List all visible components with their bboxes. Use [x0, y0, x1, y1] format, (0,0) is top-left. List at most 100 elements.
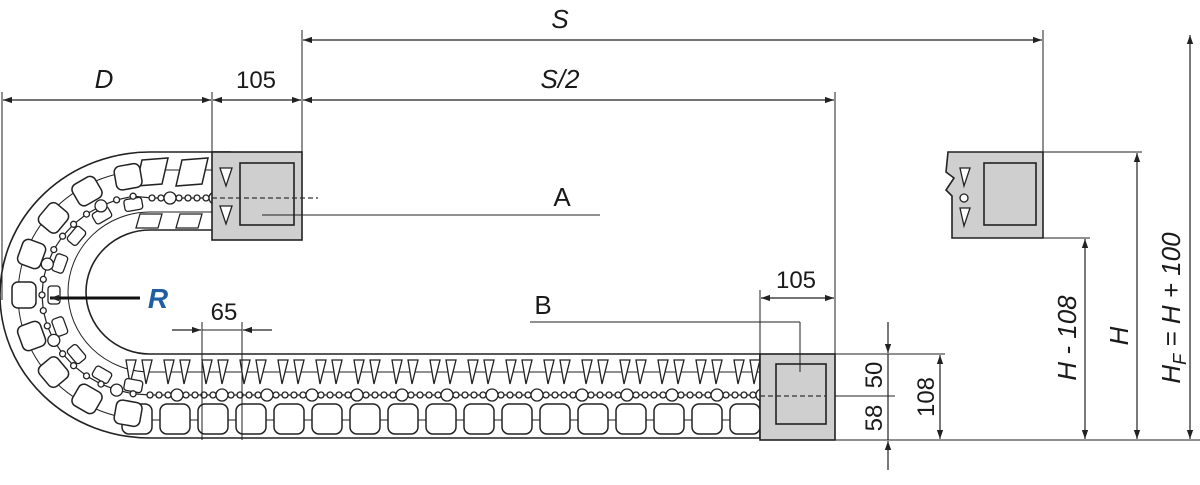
pin [163, 191, 177, 205]
label-hf-prefix: H [1156, 365, 1186, 384]
pin [575, 388, 589, 402]
pin [39, 275, 47, 284]
pin [731, 391, 739, 399]
pin [740, 391, 748, 399]
link-slot [66, 225, 87, 247]
label-a: A [553, 182, 571, 212]
link-slot [407, 359, 419, 385]
link-window [11, 281, 37, 309]
pin [569, 391, 577, 399]
pin-chain [38, 191, 769, 402]
pin [659, 391, 667, 399]
link-slot [673, 359, 685, 385]
pin [69, 220, 78, 228]
pin [43, 322, 51, 330]
pin [497, 391, 505, 399]
pin [82, 372, 91, 380]
pin [58, 232, 67, 240]
pin [515, 391, 523, 399]
link-window [175, 157, 209, 187]
pin [695, 391, 703, 399]
pin [50, 245, 58, 254]
pin [129, 390, 137, 398]
pin [175, 194, 183, 202]
label-hf: HF = H + 100 [1156, 232, 1190, 384]
label-s: S [551, 4, 569, 34]
pin [530, 388, 544, 402]
pin [452, 391, 460, 399]
pin [157, 194, 165, 202]
pin [260, 388, 274, 402]
link-slot [66, 343, 87, 365]
pin [227, 391, 235, 399]
pin [129, 192, 137, 200]
link-slot [695, 359, 707, 385]
pin [587, 391, 595, 399]
pin [461, 391, 469, 399]
pin [290, 391, 298, 399]
label-b: B [534, 290, 551, 320]
pin [38, 291, 46, 299]
label-65: 65 [211, 299, 238, 326]
link-window [729, 403, 761, 435]
pin [191, 391, 199, 399]
link-slot [429, 359, 441, 385]
link-slot [47, 285, 61, 305]
pin [202, 194, 210, 202]
pin [440, 388, 454, 402]
pin [686, 391, 694, 399]
link-window [37, 201, 70, 234]
link-slot [559, 359, 571, 385]
link-window [235, 403, 267, 435]
pin [650, 391, 658, 399]
pin [485, 388, 499, 402]
link-slot [179, 359, 191, 385]
pin [524, 391, 532, 399]
pin [362, 391, 370, 399]
link-window [16, 320, 47, 352]
link-window [387, 403, 419, 435]
pin [632, 391, 640, 399]
pin [215, 388, 229, 402]
pin [182, 391, 190, 399]
pin [97, 380, 105, 388]
link-slot [483, 359, 495, 385]
top-run-links [135, 157, 209, 229]
link-window [349, 403, 381, 435]
link-slot [141, 359, 153, 385]
link-slot [619, 359, 631, 385]
link-slot [543, 359, 555, 385]
bend-links [11, 162, 144, 428]
pin [416, 391, 424, 399]
pin [380, 391, 388, 399]
pin [677, 391, 685, 399]
pin [305, 388, 319, 402]
link-slot [521, 359, 533, 385]
pin [425, 391, 433, 399]
link-slot [331, 359, 343, 385]
label-50: 50 [861, 362, 888, 389]
pin [82, 210, 91, 218]
link-window [113, 399, 143, 428]
link-slot [749, 359, 761, 385]
pin [170, 388, 184, 402]
link-slot [51, 316, 69, 337]
pin [614, 391, 622, 399]
pin [665, 388, 679, 402]
bottom-run-links [121, 359, 761, 435]
label-108: 108 [913, 377, 940, 417]
link-window [691, 403, 723, 435]
moving-end-bracket [211, 151, 303, 241]
pin [470, 391, 478, 399]
link-slot [505, 359, 517, 385]
link-window [273, 403, 305, 435]
label-r: R [148, 283, 169, 314]
link-slot [315, 359, 327, 385]
pin [551, 391, 559, 399]
pin [47, 333, 61, 348]
link-slot [733, 359, 745, 385]
link-slot [201, 359, 213, 385]
pin [317, 391, 325, 399]
link-window [71, 383, 103, 415]
